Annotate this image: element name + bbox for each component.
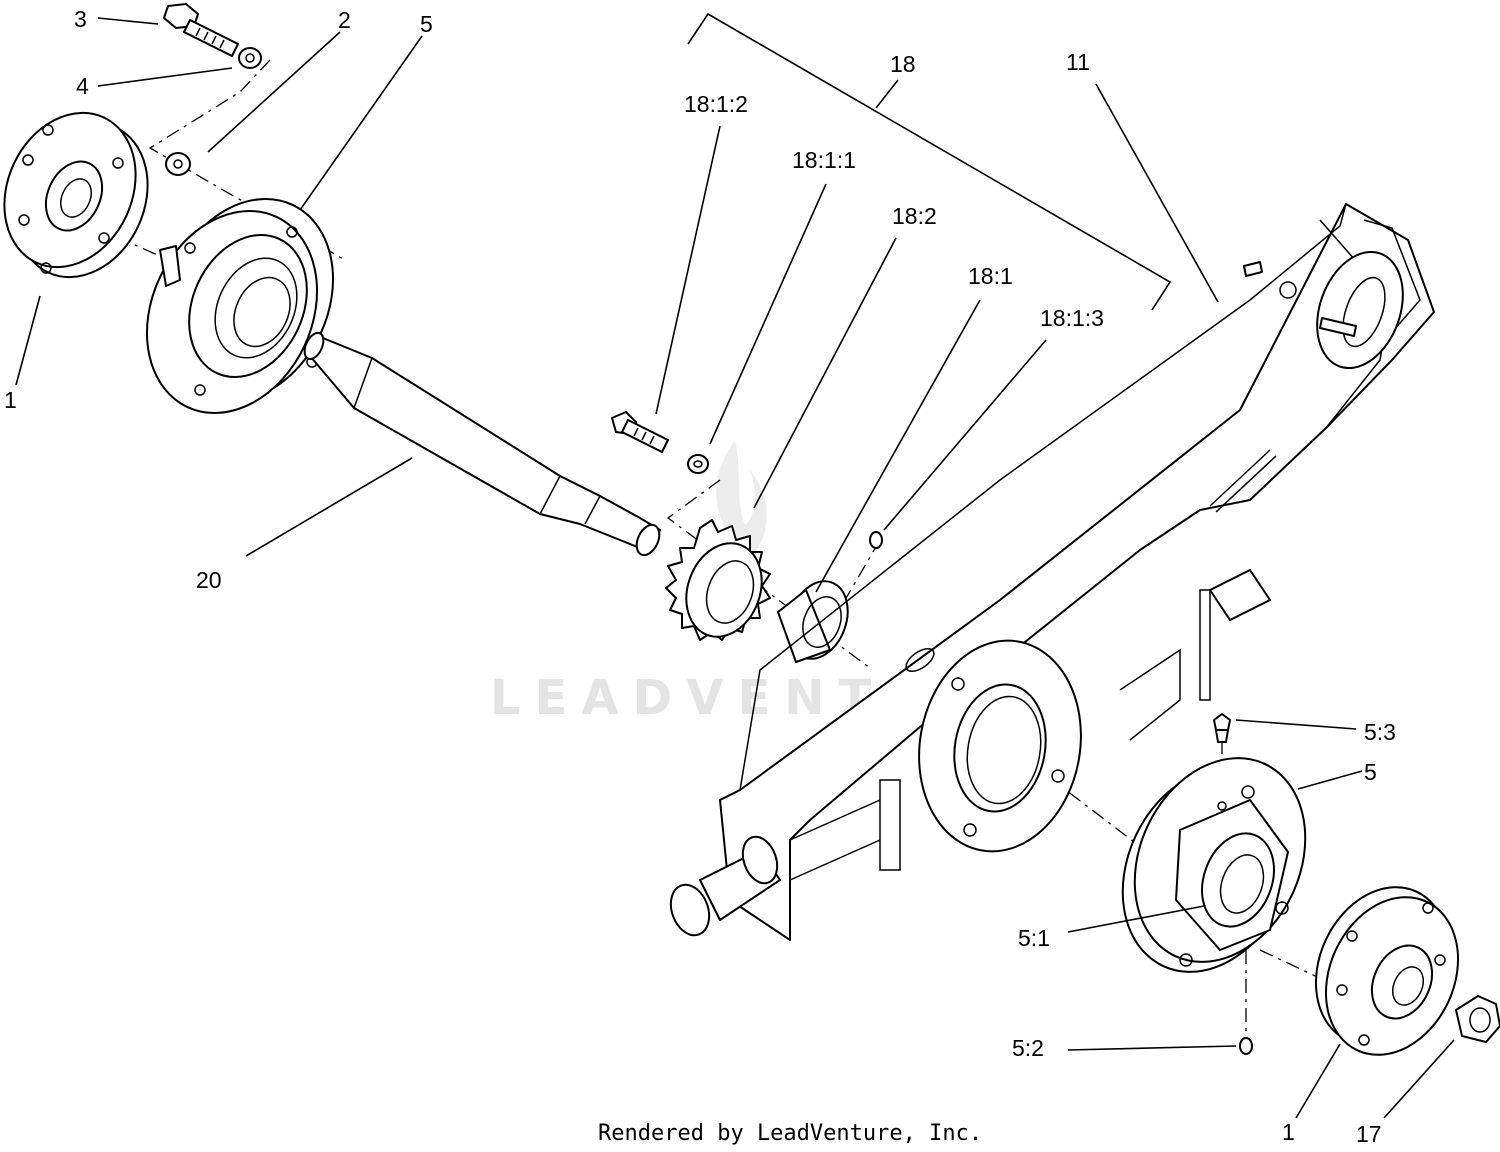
frame-arm-part-11 xyxy=(669,203,1435,941)
leader-lines xyxy=(15,17,1455,1119)
callout-20: 20 xyxy=(196,567,222,593)
bolt-part-18-1-2 xyxy=(611,411,669,453)
callout-11: 11 xyxy=(1066,49,1090,75)
washer-part-2 xyxy=(165,152,191,176)
footer-credit: Rendered by LeadVenture, Inc. xyxy=(598,1121,982,1146)
callout-18-1-1: 18:1:1 xyxy=(792,147,856,173)
callout-18-1-2: 18:1:2 xyxy=(684,91,748,117)
washer-part-18-1-1 xyxy=(687,454,709,474)
callout-1-bottom: 1 xyxy=(1282,1119,1295,1145)
lock-washer-part-4 xyxy=(238,47,262,69)
callout-3: 3 xyxy=(74,6,87,32)
callout-18-1-3: 18:1:3 xyxy=(1040,305,1104,331)
flange-part-1-left xyxy=(3,111,149,279)
callout-5-3: 5:3 xyxy=(1364,719,1396,745)
callout-5-top: 5 xyxy=(420,11,433,37)
bearing-housing-part-5-right xyxy=(1121,757,1307,973)
assembly-bracket-18 xyxy=(687,12,1172,311)
set-screw-part-5-2 xyxy=(1239,1037,1253,1055)
callout-17: 17 xyxy=(1356,1121,1382,1147)
nut-part-17 xyxy=(1455,995,1500,1043)
callout-5-1: 5:1 xyxy=(1018,925,1050,951)
callout-4: 4 xyxy=(76,73,89,99)
callout-5-2: 5:2 xyxy=(1012,1035,1044,1061)
callout-5-right: 5 xyxy=(1364,759,1377,785)
set-screw-part-18-1-3 xyxy=(869,531,883,549)
shaft-part-20 xyxy=(303,331,661,557)
sprocket-part-18-2 xyxy=(665,519,771,641)
callout-2: 2 xyxy=(338,7,351,33)
callout-1-left: 1 xyxy=(4,387,17,413)
bearing-housing-part-5-left xyxy=(145,198,335,414)
flange-part-1-right xyxy=(1314,886,1460,1056)
callout-18-2: 18:2 xyxy=(892,203,937,229)
callout-18: 18 xyxy=(890,51,916,77)
callout-18-1: 18:1 xyxy=(968,263,1013,289)
bolt-part-3 xyxy=(163,3,239,57)
callout-labels: 3 4 2 5 1 20 18 11 18:1:2 18:1:1 18:2 18… xyxy=(4,6,1396,1147)
grease-fitting-part-5-3 xyxy=(1213,713,1231,743)
